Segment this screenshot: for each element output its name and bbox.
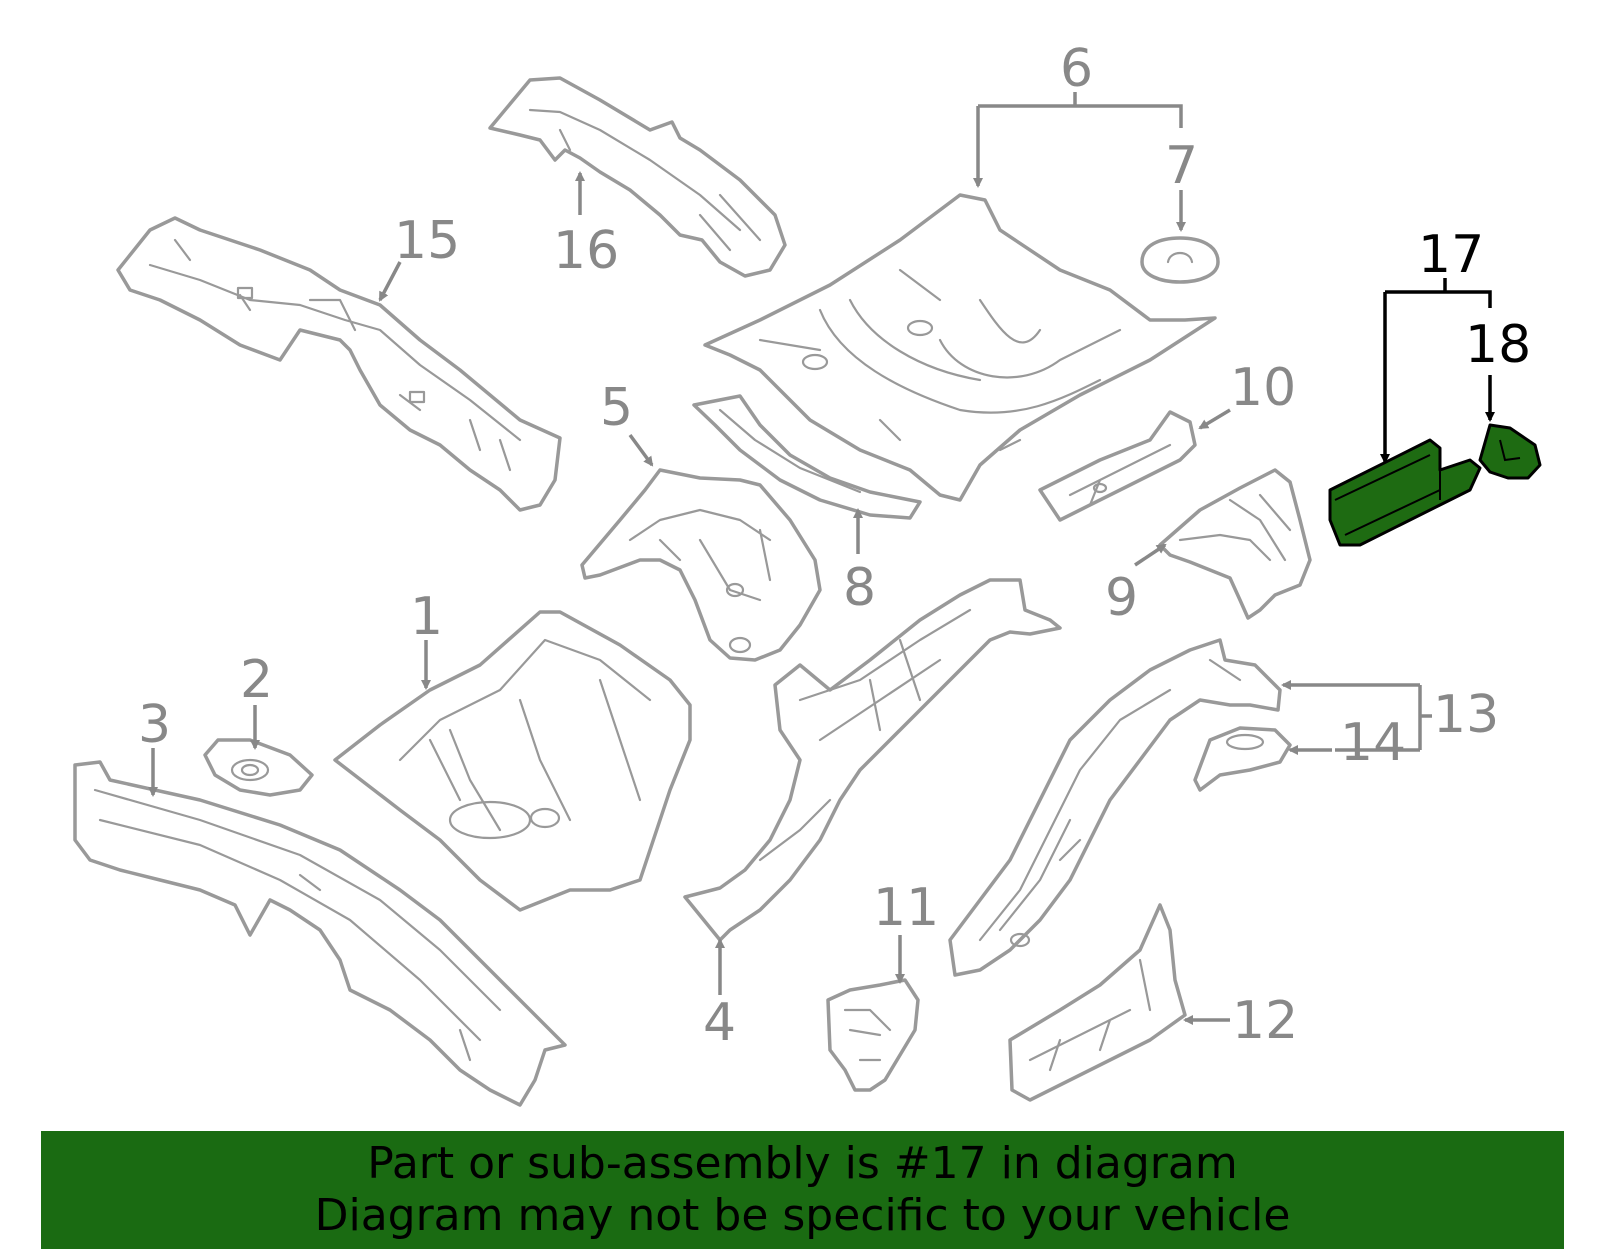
callout-8: 8 (843, 558, 876, 618)
callout-13: 13 (1433, 685, 1499, 745)
callout-9: 9 (1105, 568, 1138, 628)
part-14-shape (1193, 726, 1292, 792)
callout-16: 16 (553, 221, 619, 281)
callout-6: 6 (1060, 39, 1093, 99)
leader-lines (148, 92, 1495, 1025)
part-7-shape (1140, 236, 1220, 284)
part-1-shape (333, 610, 692, 912)
callout-10: 10 (1230, 358, 1296, 418)
callout-2: 2 (240, 650, 273, 710)
banner-line-disclaimer: Diagram may not be specific to your vehi… (314, 1190, 1291, 1241)
callout-labels: 6 7 16 15 17 18 10 5 8 9 1 2 3 13 14 11 … (138, 39, 1531, 1053)
callout-11: 11 (873, 878, 939, 938)
part-9-shape (1158, 468, 1312, 620)
part-3-shape (73, 760, 567, 1107)
info-banner: Part or sub-assembly is #17 in diagram D… (41, 1131, 1564, 1249)
part-13-shape (948, 638, 1282, 977)
part-15-shape (116, 216, 562, 512)
part-10-shape (1038, 410, 1197, 522)
callout-15: 15 (394, 211, 460, 271)
banner-line-part-number: Part or sub-assembly is #17 in diagram (367, 1138, 1238, 1189)
callout-3: 3 (138, 695, 171, 755)
part-5-shape (580, 468, 822, 662)
callout-18: 18 (1465, 315, 1531, 375)
part-17-shape[interactable] (1328, 438, 1482, 547)
callout-4: 4 (703, 993, 736, 1053)
part-16-shape (488, 76, 787, 278)
part-2-shape (203, 738, 314, 797)
callout-7: 7 (1165, 136, 1198, 196)
part-8-shape (692, 394, 922, 520)
callout-12: 12 (1232, 991, 1298, 1051)
part-18-shape[interactable] (1478, 423, 1542, 480)
part-4-shape (683, 578, 1062, 942)
callout-5: 5 (600, 378, 633, 438)
callout-17: 17 (1418, 225, 1484, 285)
part-11-shape (826, 978, 920, 1092)
callout-1: 1 (410, 587, 443, 647)
part-12-shape (1008, 903, 1187, 1102)
callout-14: 14 (1340, 713, 1406, 773)
part-6-shape (703, 193, 1217, 502)
